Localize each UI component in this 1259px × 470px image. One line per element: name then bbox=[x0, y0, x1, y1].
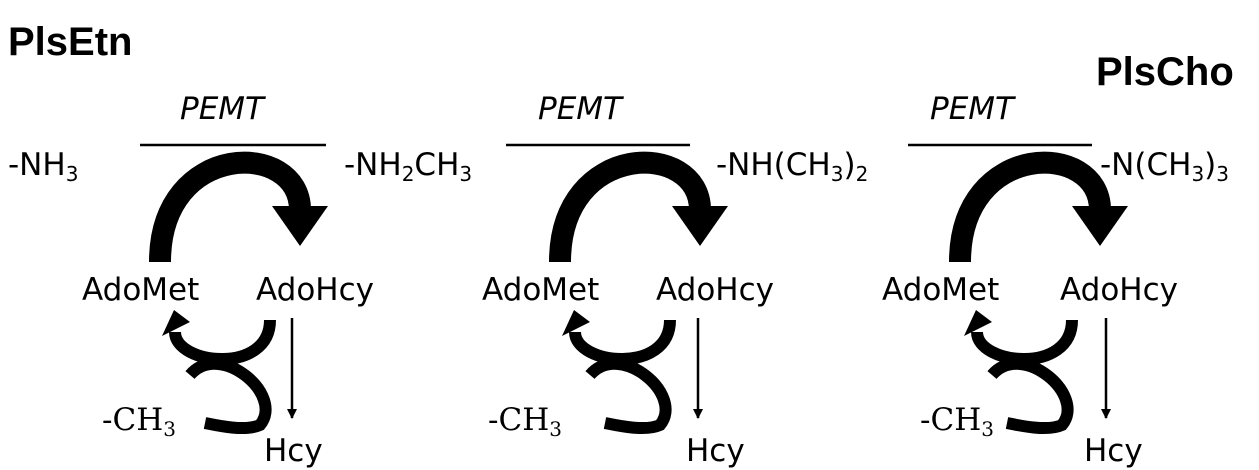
head-group-nhch32: -NH(CH3)2 bbox=[716, 147, 869, 186]
methylation-step-1 bbox=[140, 143, 328, 434]
curved-transfer-arrowhead-1 bbox=[272, 206, 328, 246]
methylation-step-2 bbox=[506, 143, 728, 434]
adohcy-label-3: AdoHcy bbox=[1060, 272, 1179, 308]
hcy-label-2: Hcy bbox=[686, 433, 745, 469]
enzyme-label-2: PEMT bbox=[538, 91, 622, 127]
adomet-label-3: AdoMet bbox=[882, 272, 1000, 308]
adohcy-label-2: AdoHcy bbox=[656, 272, 775, 308]
adomet-label-1: AdoMet bbox=[82, 272, 200, 308]
methylation-step-3 bbox=[908, 143, 1128, 434]
regeneration-curve-upper-3 bbox=[971, 319, 1078, 365]
curved-transfer-arrow-1 bbox=[149, 151, 311, 263]
title-plsetn: PlsEtn bbox=[8, 20, 133, 64]
regeneration-curve-lower-2 bbox=[585, 357, 672, 434]
hcy-label-3: Hcy bbox=[1084, 433, 1143, 469]
regeneration-arrowhead-3 bbox=[964, 310, 992, 336]
regeneration-curve-lower-3 bbox=[987, 357, 1074, 434]
head-group-nch33: -N(CH3)3 bbox=[1100, 147, 1230, 186]
hcy-label-1: Hcy bbox=[264, 433, 323, 469]
regeneration-curve-upper-1 bbox=[169, 319, 276, 365]
methyl-label-1: -CH3 bbox=[102, 402, 176, 441]
curved-transfer-arrow-3 bbox=[949, 151, 1111, 263]
curved-transfer-arrowhead-3 bbox=[1072, 206, 1128, 246]
methyl-label-3: -CH3 bbox=[920, 402, 994, 441]
methyl-label-2: -CH3 bbox=[488, 402, 562, 441]
regeneration-curve-upper-2 bbox=[569, 319, 676, 365]
enzyme-label-1: PEMT bbox=[180, 91, 264, 127]
curved-transfer-arrowhead-2 bbox=[672, 206, 728, 246]
head-group-nh3: -NH3 bbox=[8, 147, 79, 186]
adohcy-label-1: AdoHcy bbox=[256, 272, 375, 308]
regeneration-arrowhead-1 bbox=[162, 310, 190, 336]
head-group-nh2ch3: -NH2CH3 bbox=[344, 147, 473, 186]
title-plscho: PlsCho bbox=[1096, 50, 1234, 94]
adomet-label-2: AdoMet bbox=[482, 272, 600, 308]
enzyme-label-3: PEMT bbox=[930, 91, 1014, 127]
regeneration-curve-lower-1 bbox=[185, 357, 272, 434]
curved-transfer-arrow-2 bbox=[549, 151, 711, 263]
regeneration-arrowhead-2 bbox=[562, 310, 590, 336]
